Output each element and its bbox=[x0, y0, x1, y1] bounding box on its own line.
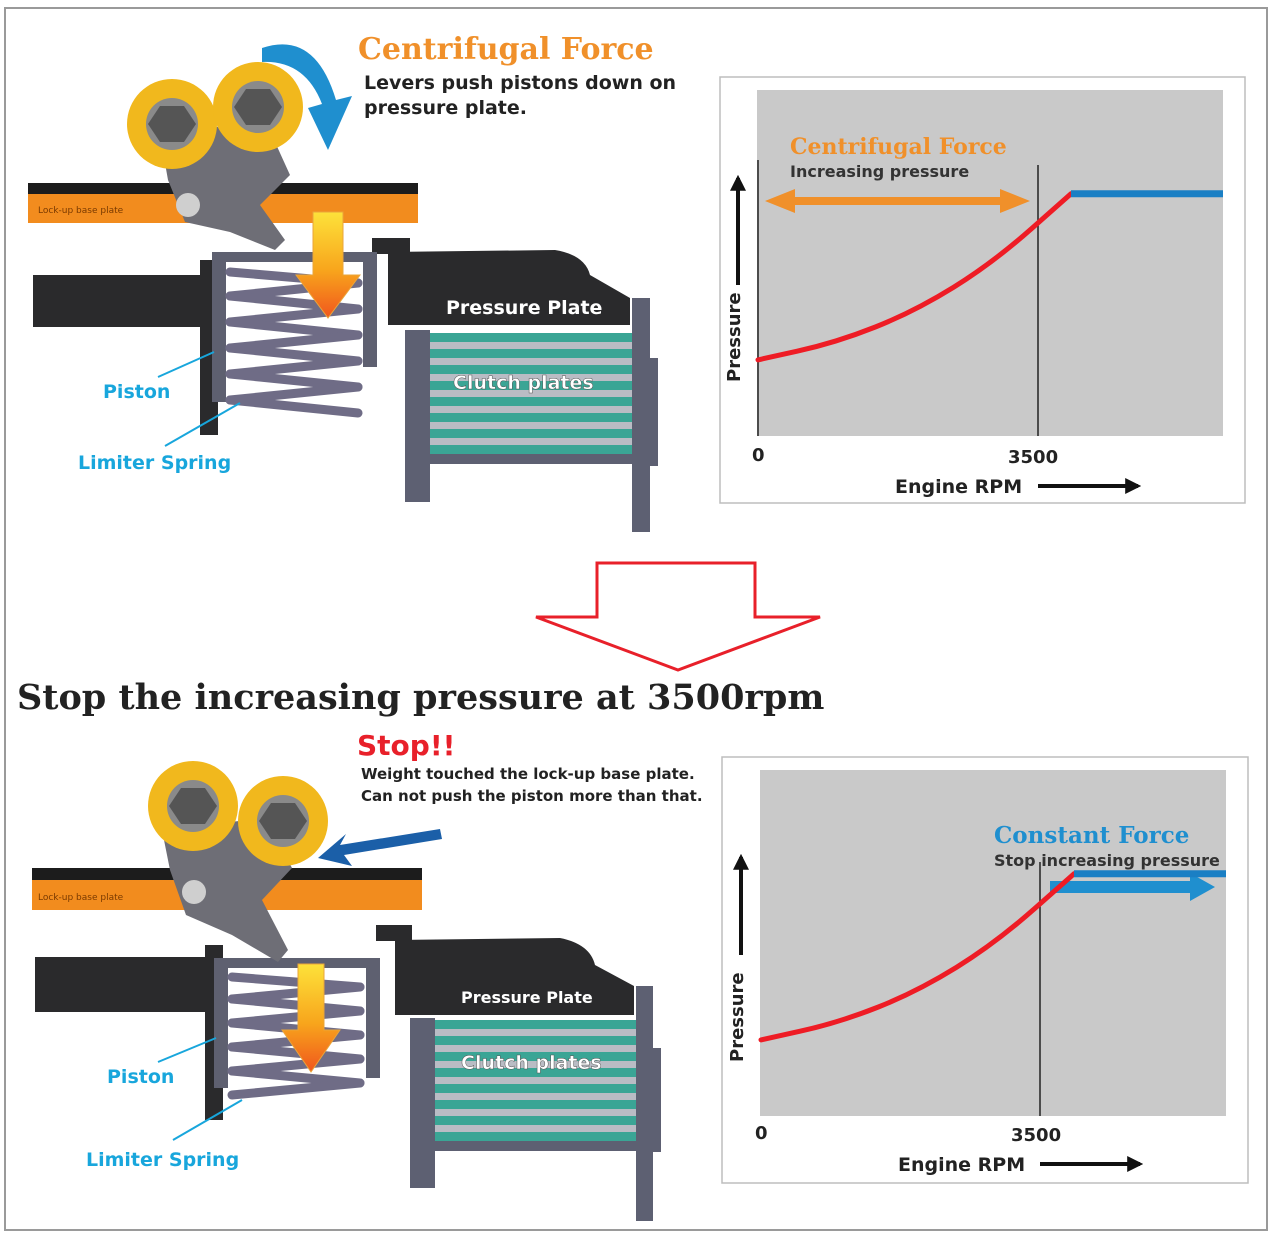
contact-pointer-icon bbox=[318, 829, 442, 866]
bottom-chart-ylabel: Pressure bbox=[727, 972, 748, 1062]
top-chart-xlabel: Engine RPM bbox=[895, 476, 1022, 498]
rotation-arrow-icon bbox=[262, 44, 352, 151]
top-chart-x-mark-label: 3500 bbox=[1008, 447, 1058, 468]
top-chart-ylabel: Pressure bbox=[724, 292, 745, 382]
top-chart: Centrifugal Force Increasing pressure Pr… bbox=[719, 76, 1246, 504]
bottom-heading: Stop!! bbox=[357, 729, 455, 762]
bottom-pressure-plate-label: Pressure Plate bbox=[461, 988, 593, 1007]
bottom-chart-overlay-subtitle: Stop increasing pressure bbox=[994, 851, 1220, 870]
bottom-description-line-2: Can not push the piston more than that. bbox=[361, 787, 703, 805]
bottom-base-plate-label: Lock-up base plate bbox=[38, 893, 124, 903]
bottom-mechanism bbox=[32, 761, 661, 1221]
bottom-chart-xlabel: Engine RPM bbox=[898, 1154, 1025, 1176]
bottom-clutch-plates-label: Clutch plates bbox=[461, 1052, 602, 1074]
bottom-description-line-1: Weight touched the lock-up base plate. bbox=[361, 765, 695, 783]
top-limiter-spring-label: Limiter Spring bbox=[78, 452, 231, 474]
big-down-arrow-icon bbox=[535, 561, 821, 672]
top-chart-overlay-title: Centrifugal Force bbox=[790, 134, 1007, 160]
top-piston-label: Piston bbox=[103, 381, 170, 403]
frame-border bbox=[4, 7, 1268, 1231]
bottom-limiter-spring-label: Limiter Spring bbox=[86, 1149, 239, 1171]
bottom-chart-series-centrifugal-line bbox=[758, 871, 1077, 1043]
top-description-line-1: Levers push pistons down on bbox=[364, 72, 676, 94]
bottom-chart-x-mark-label: 3500 bbox=[1011, 1125, 1061, 1146]
top-heading: Centrifugal Force bbox=[358, 32, 654, 67]
bottom-chart-overlay-title: Constant Force bbox=[994, 822, 1189, 849]
top-chart-series-centrifugal-line bbox=[755, 191, 1074, 363]
bottom-chart-right-arrow-icon bbox=[1050, 873, 1215, 901]
bottom-chart: Constant Force Stop increasing pressure … bbox=[721, 756, 1249, 1184]
bottom-piston-label: Piston bbox=[107, 1066, 174, 1088]
top-description-line-2: pressure plate. bbox=[364, 97, 527, 119]
top-pressure-plate-label: Pressure Plate bbox=[446, 297, 602, 319]
top-mechanism bbox=[28, 44, 658, 532]
top-base-plate-label: Lock-up base plate bbox=[38, 206, 124, 216]
top-chart-double-arrow-icon bbox=[765, 189, 1030, 213]
top-chart-x-origin-label: 0 bbox=[752, 445, 765, 466]
bottom-chart-x-origin-label: 0 bbox=[755, 1123, 768, 1144]
top-chart-overlay-subtitle: Increasing pressure bbox=[790, 162, 969, 181]
transition-headline: Stop the increasing pressure at 3500rpm bbox=[17, 677, 824, 718]
top-clutch-plates-label: Clutch plates bbox=[453, 372, 594, 394]
